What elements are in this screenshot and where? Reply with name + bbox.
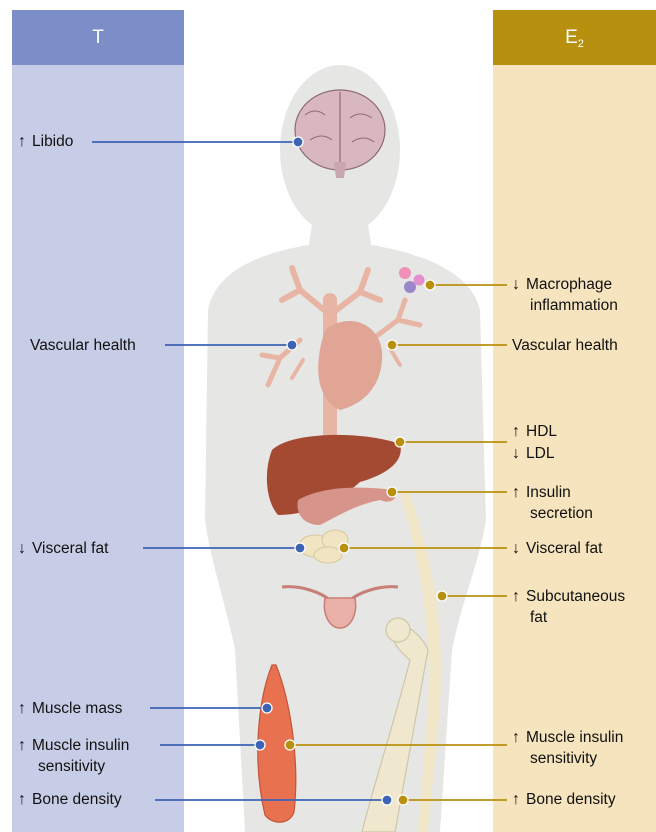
label-ldl: ↓LDL [512, 443, 554, 464]
label-visceral-fat-right: ↓Visceral fat [512, 538, 602, 559]
label-muscle-mass: ↑Muscle mass [18, 698, 122, 719]
label-vascular-health-right: Vascular health [512, 335, 618, 356]
label-visceral-fat-left: ↓Visceral fat [18, 538, 108, 559]
label-libido: ↑Libido [18, 131, 73, 152]
label-bone-density-left: ↑Bone density [18, 789, 122, 810]
label-vascular-health-left: Vascular health [30, 335, 136, 356]
label-hdl: ↑HDL [512, 421, 557, 442]
label-bone-density-right: ↑Bone density [512, 789, 616, 810]
